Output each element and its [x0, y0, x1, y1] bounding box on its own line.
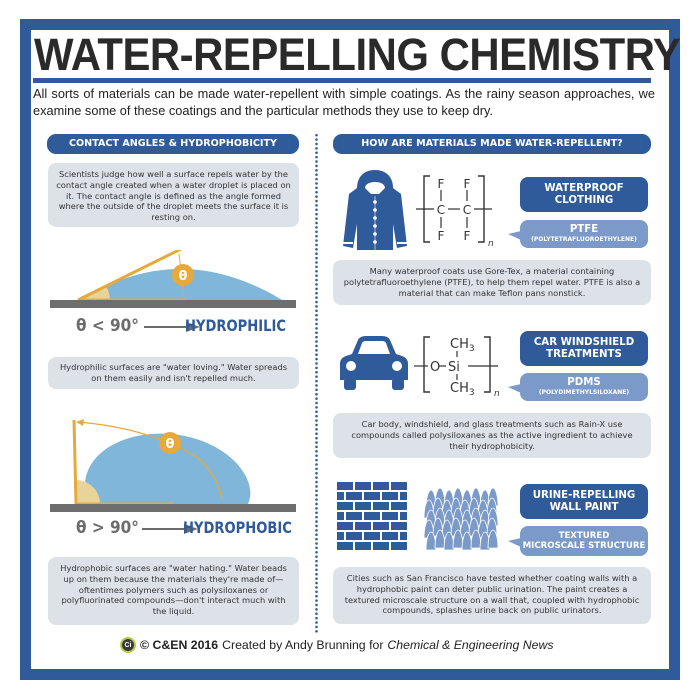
- section-heading-methods: HOW ARE MATERIALS MADE WATER-REPELLENT?: [333, 134, 651, 154]
- surface-bar: [50, 300, 296, 308]
- car-windshield-description: Car body, windshield, and glass treatmen…: [333, 413, 651, 458]
- hydrophilic-droplet-diagram: θ: [50, 250, 296, 308]
- urine-repelling-label: URINE-REPELLING WALL PAINT: [520, 484, 648, 519]
- label-line: URINE-REPELLING: [532, 489, 636, 501]
- material-full-name: (POLYDIMETHYLSILOXANE): [538, 389, 630, 396]
- arrow-right-icon: [144, 322, 200, 332]
- water-droplet-shape: [84, 433, 251, 504]
- publication-name: Chemical & Engineering News: [387, 638, 554, 652]
- hydrophilic-description: Hydrophilic surfaces are "water loving."…: [48, 357, 299, 389]
- svg-text:Si: Si: [448, 360, 460, 375]
- material-full-name: (POLYTETRAFLUOROETHYLENE): [531, 236, 637, 243]
- section-heading-contact-angles: CONTACT ANGLES & HYDROPHOBICITY: [47, 134, 299, 154]
- microstructure-icon: [424, 488, 498, 551]
- label-line: TEXTURED: [558, 531, 610, 541]
- intro-paragraph: All sorts of materials can be made water…: [33, 86, 655, 118]
- svg-text:F: F: [464, 177, 471, 191]
- label-line: CAR WINDSHIELD: [533, 336, 635, 348]
- label-line: CLOTHING: [554, 194, 614, 206]
- label-line: TREATMENTS: [546, 348, 622, 360]
- svg-text:F: F: [438, 177, 445, 191]
- theta-badge: [172, 264, 194, 286]
- arrow-right-icon: [142, 524, 198, 534]
- raincoat-icon: [343, 170, 407, 250]
- material-abbrev: PDMS: [567, 377, 601, 388]
- car-icon: [340, 336, 408, 390]
- textured-structure-label: TEXTURED MICROSCALE STRUCTURE: [508, 526, 648, 556]
- svg-text:O: O: [430, 360, 440, 375]
- page-title: WATER-REPELLING CHEMISTRY: [34, 29, 681, 80]
- svg-text:θ: θ: [179, 269, 188, 284]
- svg-text:n: n: [494, 389, 500, 398]
- waterproof-clothing-description: Many waterproof coats use Gore-Tex, a ma…: [333, 260, 651, 305]
- car-windshield-label: CAR WINDSHIELD TREATMENTS: [520, 331, 648, 366]
- copyright: © C&EN 2016: [140, 638, 219, 652]
- hydrophilic-label: HYDROPHILIC: [185, 316, 286, 335]
- hydrophobic-label: HYDROPHOBIC: [183, 518, 292, 537]
- author-credit: Created by Andy Brunning for: [222, 638, 384, 652]
- waterproof-clothing-label: WATERPROOF CLOTHING: [520, 177, 648, 212]
- hydrophilic-angle-formula: θ < 90°: [76, 316, 139, 336]
- svg-text:CH3: CH3: [450, 381, 475, 398]
- svg-text:CH3: CH3: [450, 337, 475, 354]
- ptfe-material-label: PTFE (POLYTETRAFLUOROETHYLENE): [508, 220, 648, 248]
- svg-text:n: n: [488, 239, 494, 248]
- contact-angle-explanation: Scientists judge how well a surface repe…: [48, 163, 299, 227]
- svg-text:F: F: [464, 229, 471, 243]
- footer-credit: Ci © C&EN 2016 Created by Andy Brunning …: [120, 637, 590, 653]
- material-abbrev: PTFE: [569, 224, 599, 235]
- title-underline: [33, 78, 651, 83]
- theta-badge: [159, 432, 181, 454]
- label-line: MICROSCALE STRUCTURE: [522, 541, 646, 551]
- svg-text:C: C: [437, 203, 445, 217]
- wall-paint-description: Cities such as San Francisco have tested…: [333, 567, 651, 624]
- brick-wall-icon: [337, 482, 407, 550]
- svg-text:θ: θ: [166, 437, 175, 452]
- pdms-material-label: PDMS (POLYDIMETHYLSILOXANE): [508, 373, 648, 401]
- pdms-structure-diagram: O Si CH3 CH3 n: [414, 336, 500, 398]
- svg-text:F: F: [438, 229, 445, 243]
- cen-logo-icon: Ci: [120, 637, 136, 653]
- label-line: WATERPROOF: [544, 182, 624, 194]
- hydrophobic-angle-formula: θ > 90°: [76, 518, 139, 538]
- surface-bar: [50, 504, 296, 512]
- svg-text:C: C: [463, 203, 471, 217]
- label-line: WALL PAINT: [549, 501, 619, 513]
- column-divider: [315, 133, 318, 633]
- hydrophobic-description: Hydrophobic surfaces are "water hating."…: [48, 557, 299, 625]
- hydrophobic-droplet-diagram: θ: [50, 419, 296, 512]
- ptfe-structure-diagram: F F C C F F n: [416, 175, 494, 248]
